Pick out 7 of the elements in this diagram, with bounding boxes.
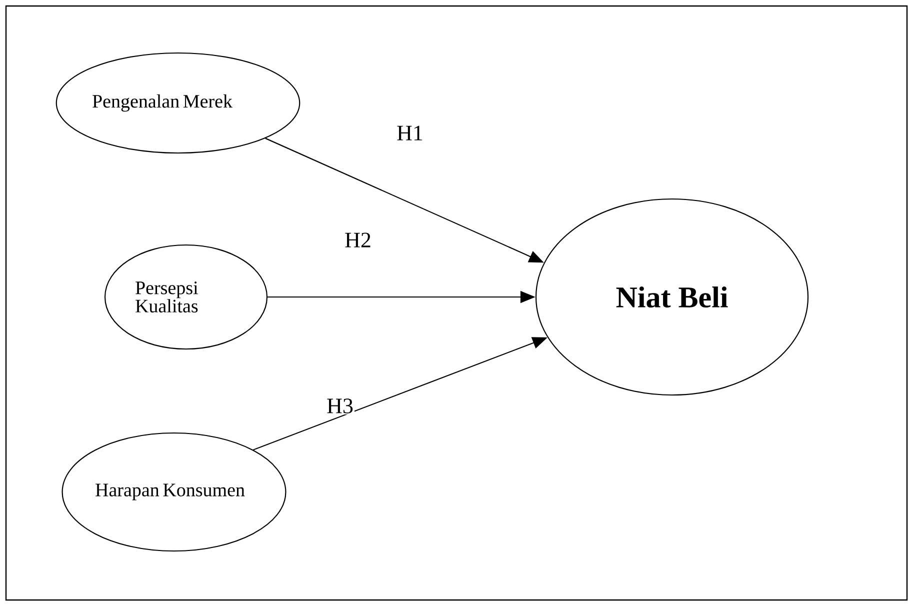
ellipse-node: Pengenalan Merek [56,52,300,154]
edge-label: H3 [326,398,354,414]
edge-label: H2 [344,232,372,248]
ellipse-node: Niat Beli [535,198,809,396]
ellipse-node: Harapan Konsumen [62,432,286,552]
ellipse-node: Persepsi Kualitas [104,244,268,350]
edge-label: H1 [396,124,424,142]
